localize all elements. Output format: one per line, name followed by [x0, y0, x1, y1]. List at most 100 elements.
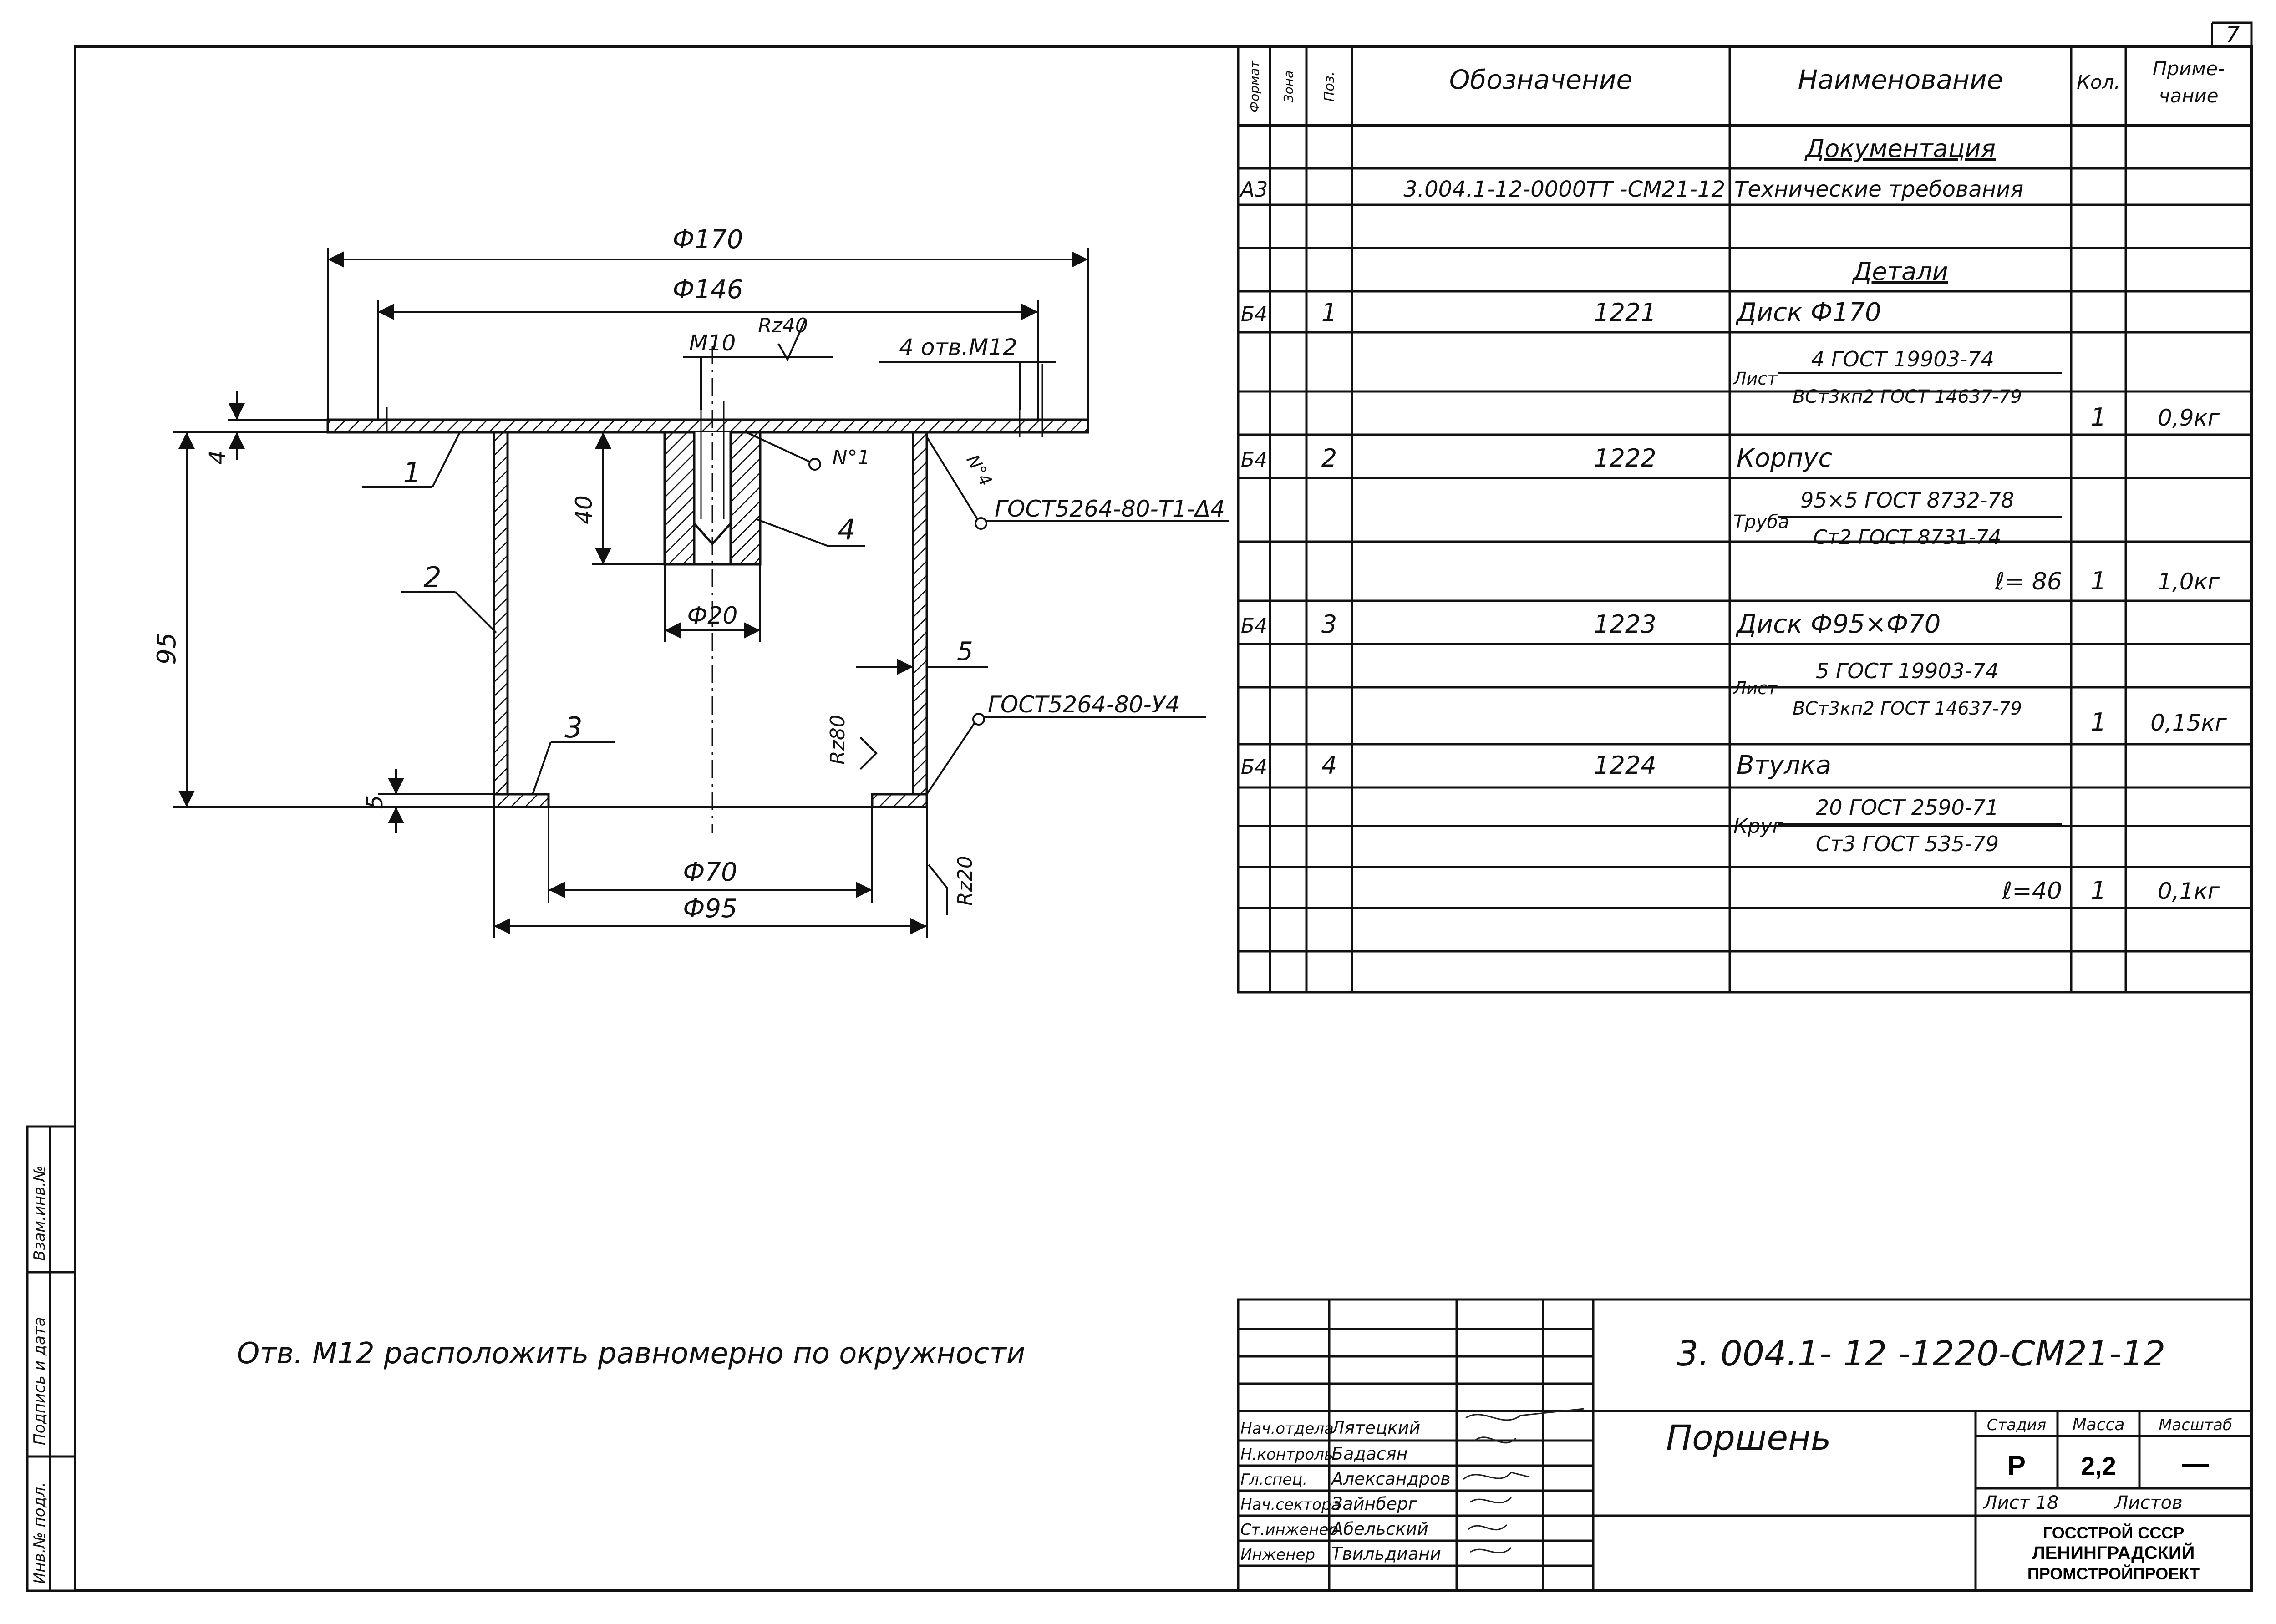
- position-2: 2: [423, 561, 441, 594]
- dim-wall-5: 5: [957, 637, 973, 666]
- doc-name: Технические требования: [1734, 177, 2023, 202]
- signer-role: Нач.сектора: [1240, 1496, 1341, 1514]
- drawing-code: 3. 004.1- 12 -1220-СМ21-12: [1677, 1333, 2165, 1374]
- doc-format: А3: [1239, 177, 1268, 202]
- part-format: Б4: [1241, 448, 1267, 472]
- signer-role: Гл.спец.: [1240, 1471, 1307, 1489]
- weld-n1: N°1: [833, 446, 870, 469]
- material-type: Лист: [1732, 678, 1778, 698]
- signer-role: Нач.отдела: [1240, 1420, 1334, 1438]
- dim-d95: Ф95: [683, 894, 737, 924]
- header-designation: Обозначение: [1449, 64, 1632, 95]
- material-top: 4 ГОСТ 19903-74: [1811, 347, 1994, 371]
- signer-role: Инженер: [1240, 1546, 1315, 1564]
- position-4: 4: [838, 513, 855, 546]
- title-block-grid: [1237, 1298, 2253, 1592]
- signer-role: Ст.инженер: [1240, 1521, 1338, 1539]
- material-top: 95×5 ГОСТ 8732-78: [1800, 488, 2014, 513]
- part-length: ℓ=40: [2002, 878, 2062, 905]
- section-parts: Детали: [1852, 257, 1948, 286]
- dim-h95: 95: [152, 632, 182, 665]
- part-name: Втулка: [1737, 751, 1831, 780]
- bushing-left: [663, 431, 696, 566]
- doc-designation: 3.004.1-12-0000ТТ -СМ21-12: [1403, 177, 1725, 202]
- spec-table-grid: [1237, 45, 2253, 994]
- header-note-a: Приме-: [2153, 57, 2225, 80]
- part-qty: 1: [2091, 708, 2106, 736]
- part-pos: 4: [1321, 751, 1337, 780]
- dim-h40: 40: [571, 495, 597, 524]
- header-zone: Зона: [1281, 71, 1296, 103]
- part-length: ℓ= 86: [1994, 568, 2062, 595]
- signer-name: Лятецкий: [1331, 1418, 1420, 1438]
- header-format: Формат: [1247, 61, 1262, 112]
- part-qty: 1: [2091, 876, 2106, 905]
- part-mass: 0,15кг: [2150, 710, 2227, 736]
- dim-d146: Ф146: [672, 275, 743, 304]
- part-pos: 1: [1321, 298, 1337, 327]
- mass-value: 2,2: [2081, 1451, 2116, 1480]
- table-row: Б4 1 1221 Диск Ф170 Лист 4 ГОСТ 19903-74…: [1241, 298, 2220, 431]
- dim-rz80: Rz80: [826, 715, 849, 765]
- material-bottom: ВСт3кп2 ГОСТ 14637-79: [1793, 698, 2022, 719]
- signer-role: Н.контроль: [1240, 1446, 1333, 1464]
- header-qty: Кол.: [2077, 71, 2120, 93]
- dim-rz40: Rz40: [758, 314, 808, 337]
- scale-value: —: [2182, 1448, 2209, 1478]
- header-note-b: чание: [2159, 85, 2218, 107]
- org-line-3: ПРОМСТРОЙПРОЕКТ: [2027, 1564, 2200, 1583]
- material-bottom: Ст2 ГОСТ 8731-74: [1814, 526, 2002, 549]
- part-pos: 2: [1321, 444, 1337, 472]
- weld-top-standard: ГОСТ5264-80-Т1-Δ4: [995, 496, 1225, 522]
- header-name: Наименование: [1798, 64, 2003, 95]
- org-line-1: ГОССТРОЙ СССР: [2043, 1523, 2184, 1542]
- tube-wall-left: [493, 431, 509, 796]
- part-qty: 1: [2091, 403, 2106, 431]
- signer-list: Нач.отдела Лятецкий Н.контроль Бадасян Г…: [1240, 1418, 1451, 1564]
- section-documentation: Документация: [1804, 134, 1996, 163]
- part-name: Диск Ф95×Ф70: [1735, 609, 1941, 639]
- signer-name: Твильдиани: [1331, 1544, 1441, 1564]
- part-pos: 3: [1321, 610, 1337, 639]
- side-stamp-replace: Взам.инв.№: [30, 1166, 49, 1261]
- sheet-number: 7: [2226, 22, 2240, 47]
- sheet-label: Лист 18: [1983, 1492, 2059, 1513]
- part-name: Корпус: [1737, 443, 1832, 473]
- bushing-right: [729, 431, 762, 566]
- signer-name: Бадасян: [1331, 1444, 1408, 1464]
- piston-drawing: Ф170 Ф146 М10 Rz40 4 отв.М12 4 40 95 5 5…: [152, 225, 1229, 938]
- dim-holes-m12: 4 отв.М12: [899, 334, 1017, 360]
- dim-h4: 4: [204, 450, 231, 465]
- dim-rz20: Rz20: [954, 856, 977, 906]
- position-1: 1: [403, 456, 421, 489]
- dim-h5: 5: [362, 795, 388, 809]
- bottom-ring-left: [493, 793, 550, 808]
- table-row: Б4 2 1222 Корпус Труба 95×5 ГОСТ 8732-78…: [1241, 443, 2220, 595]
- part-name: Диск Ф170: [1735, 298, 1881, 327]
- scale-label: Масштаб: [2159, 1416, 2232, 1434]
- dim-d70: Ф70: [683, 858, 737, 887]
- material-top: 5 ГОСТ 19903-74: [1816, 659, 1999, 683]
- part-designation: 1224: [1594, 751, 1656, 780]
- signature-scribbles: [1463, 1408, 1585, 1553]
- part-qty: 1: [2091, 567, 2106, 595]
- part-mass: 0,9кг: [2158, 405, 2220, 431]
- weld-n4: N°4: [962, 451, 996, 489]
- part-format: Б4: [1241, 614, 1267, 638]
- part-format: Б4: [1241, 756, 1267, 779]
- material-bottom: ВСт3кп2 ГОСТ 14637-79: [1793, 386, 2022, 407]
- weld-bottom-standard: ГОСТ5264-80-У4: [988, 691, 1180, 718]
- side-stamp-sign: Подпись и дата: [30, 1317, 49, 1445]
- top-disk: [326, 418, 1089, 434]
- header-pos: Поз.: [1321, 71, 1337, 102]
- part-mass: 0,1кг: [2158, 878, 2220, 904]
- material-bottom: Ст3 ГОСТ 535-79: [1816, 832, 1999, 856]
- table-row: Б4 4 1224 Втулка Круг 20 ГОСТ 2590-71 Ст…: [1241, 751, 2220, 905]
- stage-label: Стадия: [1987, 1416, 2046, 1434]
- part-designation: 1223: [1594, 610, 1656, 639]
- signer-name: Александров: [1330, 1469, 1451, 1489]
- part-name-title: Поршень: [1666, 1417, 1831, 1458]
- dim-d170: Ф170: [672, 225, 743, 254]
- placement-note: Отв. М12 расположить равномерно по окруж…: [237, 1337, 1025, 1370]
- material-type: Лист: [1732, 369, 1778, 389]
